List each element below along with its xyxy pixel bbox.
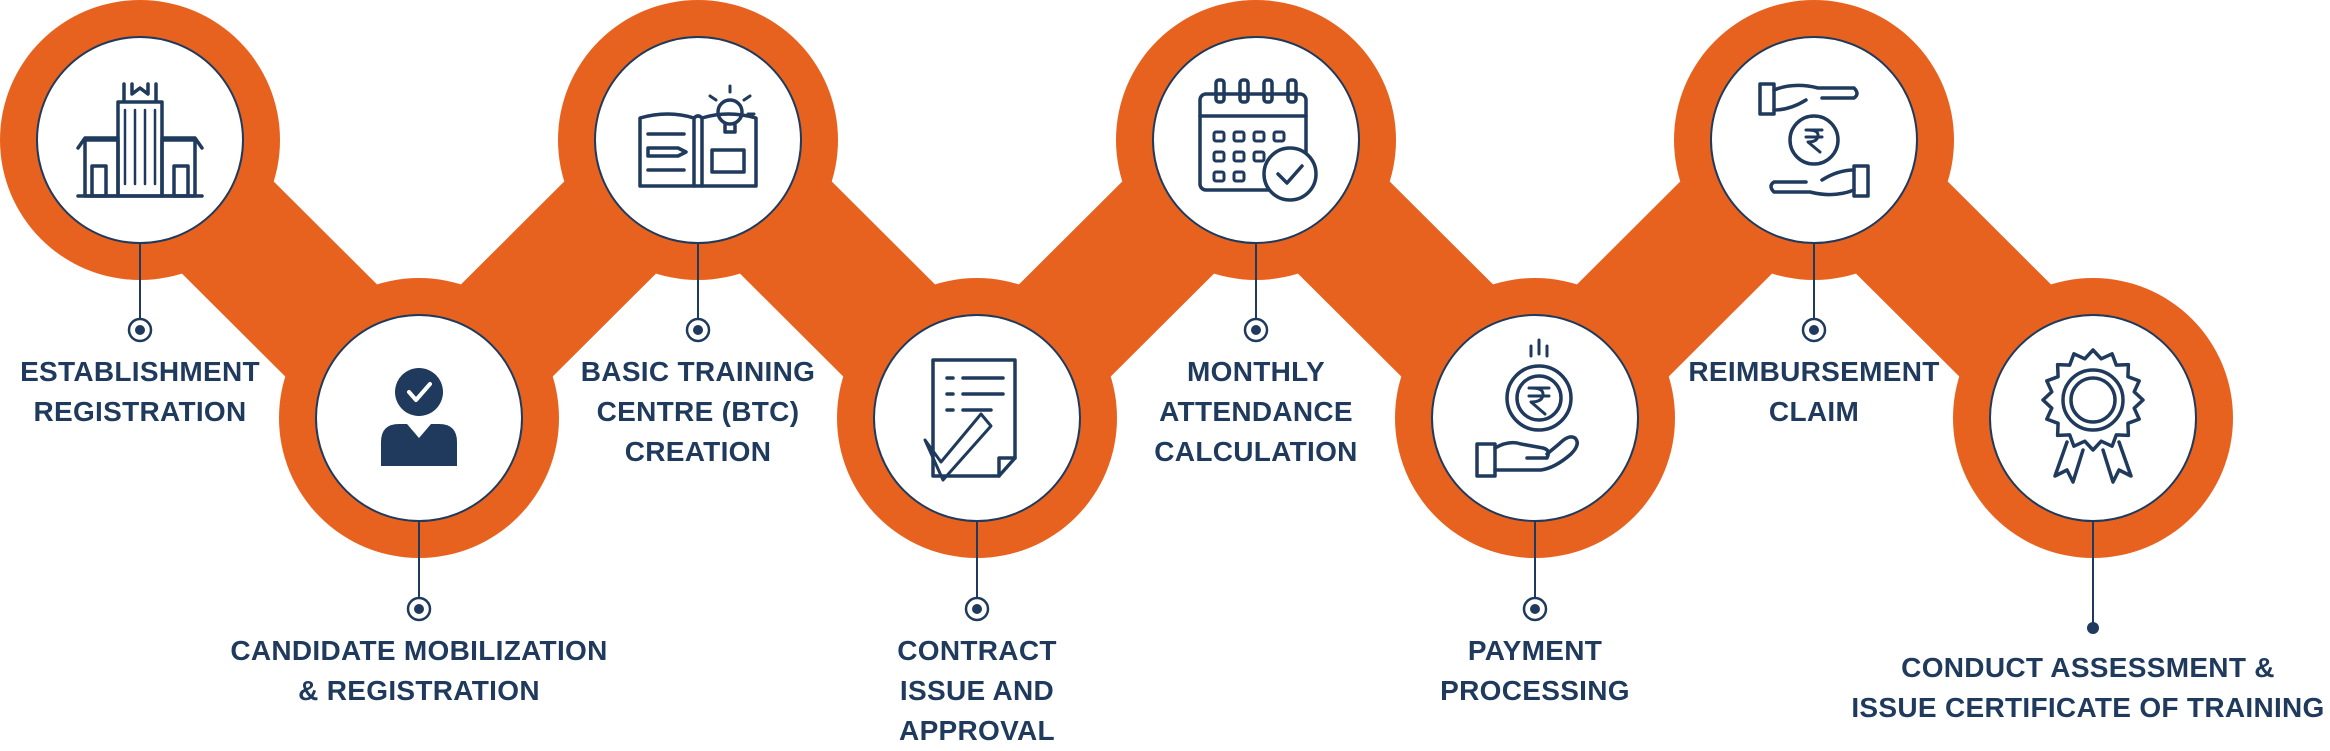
icon-circle xyxy=(315,314,523,522)
step-label: PAYMENT PROCESSING xyxy=(1315,631,1755,711)
icon-circle xyxy=(1989,314,2197,522)
step-label-line: CLAIM xyxy=(1768,396,1860,427)
connector-dot-core xyxy=(1530,604,1540,614)
step-label-line: BASIC TRAINING xyxy=(580,356,816,387)
calendar-check-icon xyxy=(1198,78,1318,202)
step-label-line: ESTABLISHMENT xyxy=(20,356,260,387)
step-label-line: & REGISTRATION xyxy=(298,675,540,706)
step-label-line: MONTHLY xyxy=(1187,356,1325,387)
step-label: CANDIDATE MOBILIZATION & REGISTRATION xyxy=(199,631,639,711)
icon-circle xyxy=(36,36,244,244)
award-rosette-icon xyxy=(2041,348,2145,484)
step-label: REIMBURSEMENT CLAIM xyxy=(1594,352,2034,432)
step-label-line: ISSUE AND xyxy=(899,675,1055,706)
step-label-line: PAYMENT xyxy=(1467,635,1603,666)
connector-dot-core xyxy=(1251,325,1261,335)
rupee-exchange-hands-icon xyxy=(1758,82,1870,198)
step-label: ESTABLISHMENT REGISTRATION xyxy=(0,352,360,432)
step-label-line: REIMBURSEMENT xyxy=(1688,356,1940,387)
building-icon xyxy=(76,82,204,198)
rupee-coin-hand-icon xyxy=(1475,338,1579,478)
connector-dot-core xyxy=(135,325,145,335)
step-label-line: CENTRE (BTC) xyxy=(596,396,800,427)
step-label: BASIC TRAINING CENTRE (BTC) CREATION xyxy=(478,352,918,472)
step-label-line: PROCESSING xyxy=(1440,675,1630,706)
step-label-line: CONTRACT xyxy=(897,635,1057,666)
step-label-line: CALCULATION xyxy=(1154,436,1358,467)
step-label-line: CANDIDATE MOBILIZATION xyxy=(230,635,608,666)
connector-dot-core xyxy=(693,325,703,335)
step-label-line: ISSUE CERTIFICATE OF TRAINING xyxy=(1851,692,2325,723)
open-book-lightbulb-icon xyxy=(638,84,758,188)
step-label: CONDUCT ASSESSMENT & ISSUE CERTIFICATE OF… xyxy=(1848,648,2328,728)
verified-user-icon xyxy=(381,368,457,466)
connector-dot-core xyxy=(972,604,982,614)
step-label-line: ATTENDANCE xyxy=(1159,396,1353,427)
step-label-line: REGISTRATION xyxy=(33,396,247,427)
step-label-line: CREATION xyxy=(624,436,772,467)
connector-dot-core xyxy=(414,604,424,614)
connector-dot-core xyxy=(1809,325,1819,335)
signed-contract-icon xyxy=(923,358,1017,482)
icon-circle xyxy=(594,36,802,244)
step-label: CONTRACT ISSUE AND APPROVAL xyxy=(757,631,1197,751)
step-label: MONTHLY ATTENDANCE CALCULATION xyxy=(1036,352,1476,472)
connector-dot xyxy=(2087,622,2099,634)
step-label-line: APPROVAL xyxy=(899,715,1055,746)
step-label-line: CONDUCT ASSESSMENT & xyxy=(1901,652,2275,683)
